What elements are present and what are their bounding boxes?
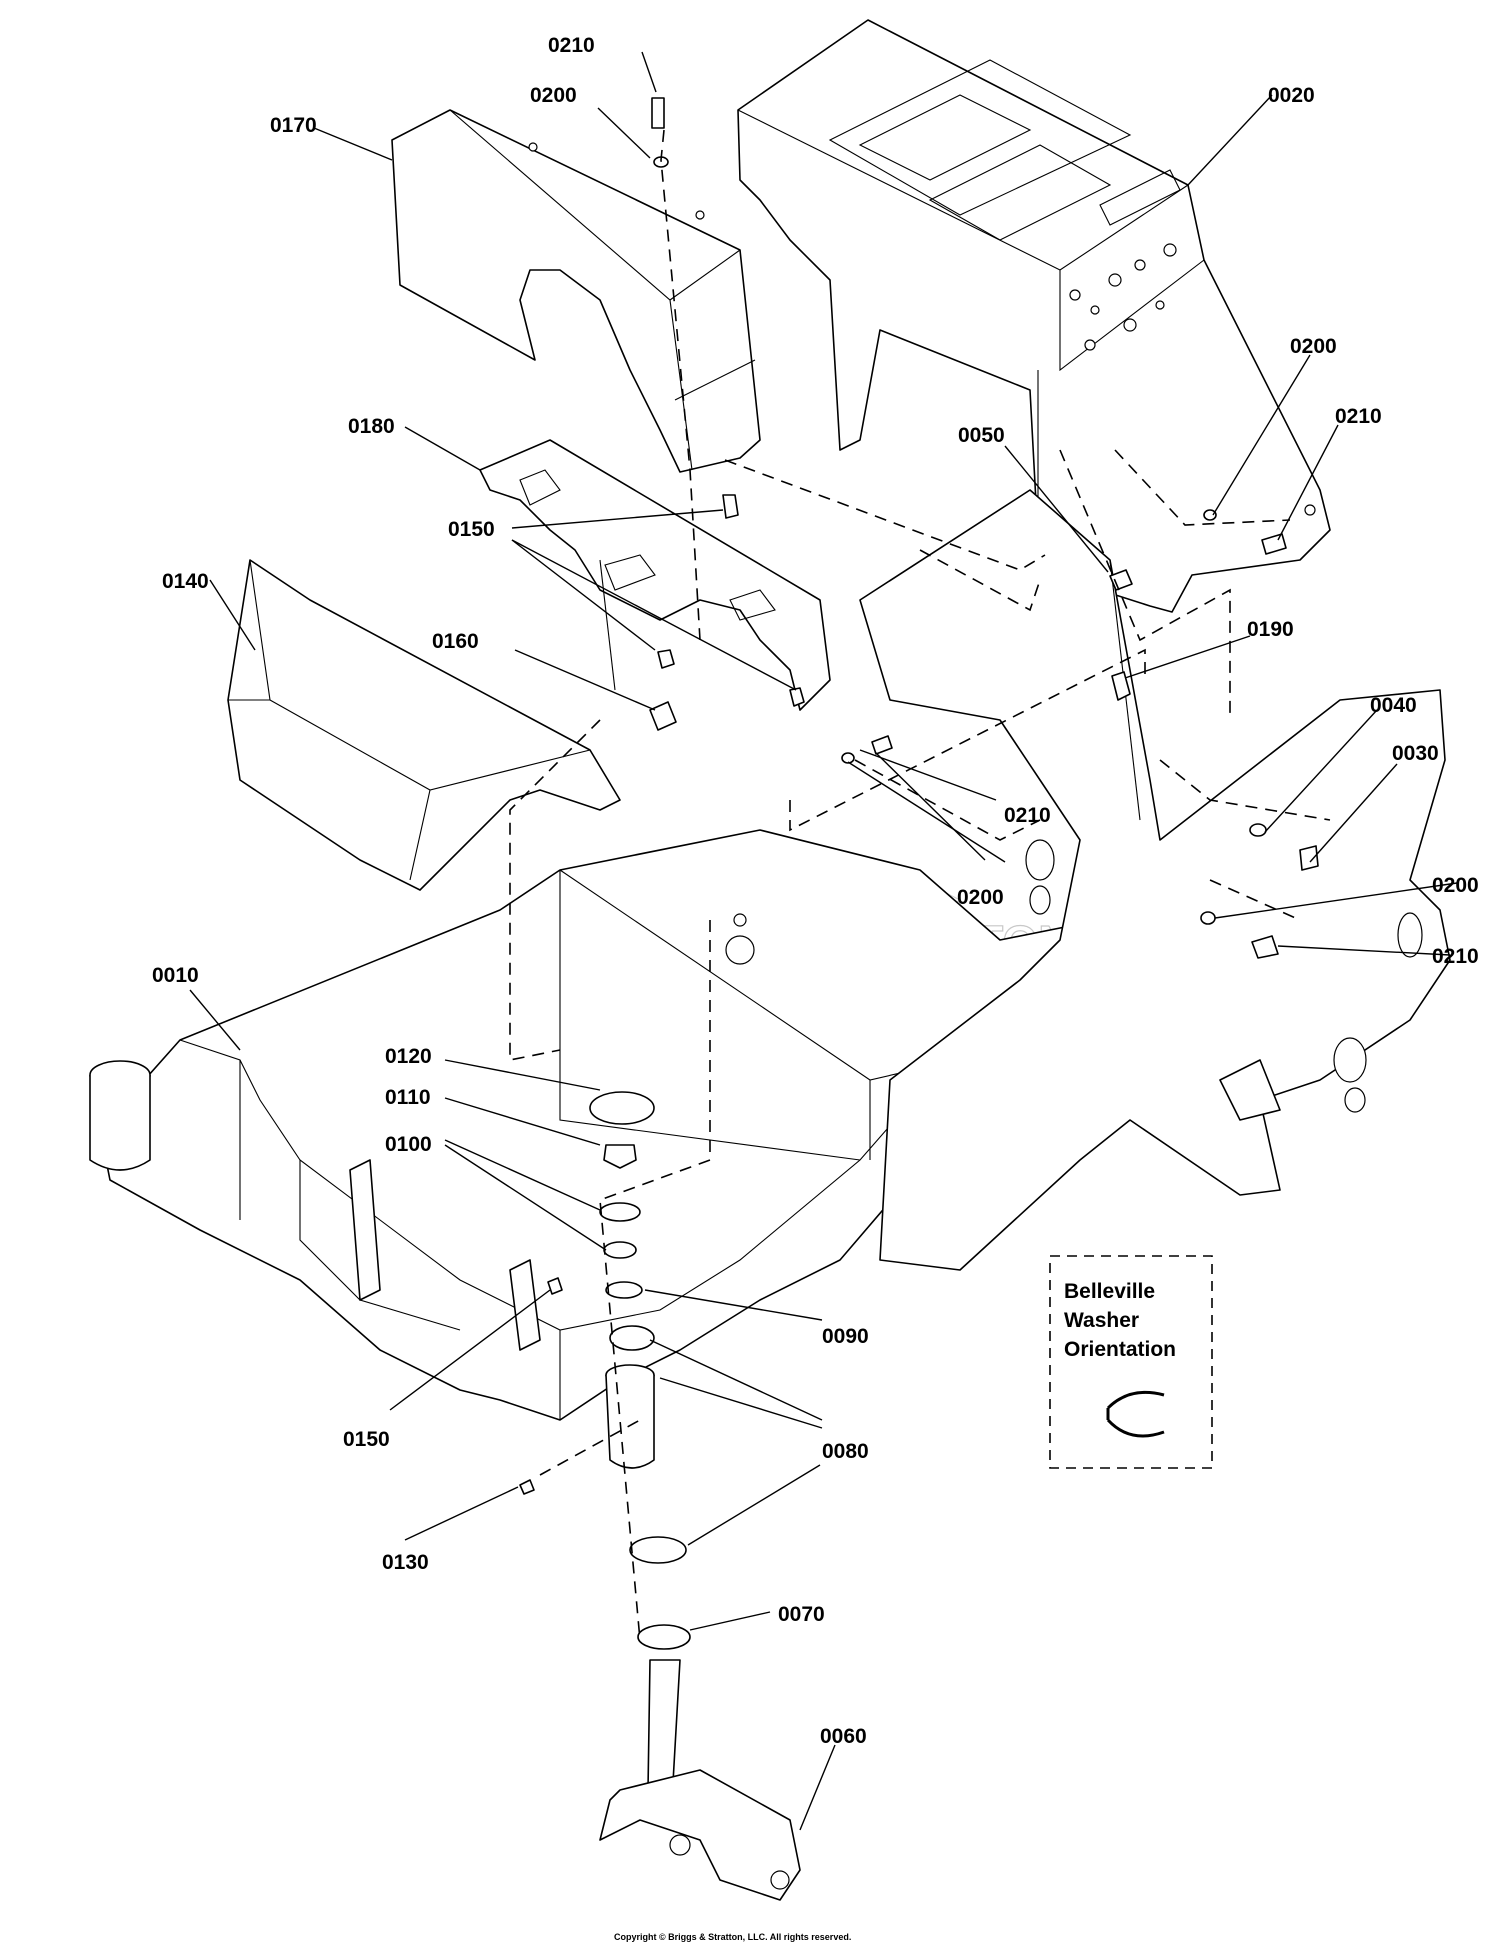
callout-labels: 0210 0200 0170 0020 0180 0050 0200 0210 … (152, 34, 1479, 1748)
callout-0090: 0090 (822, 1325, 869, 1348)
belleville-legend: Belleville Washer Orientation (1049, 1255, 1213, 1469)
legend-line-3: Orientation (1064, 1338, 1176, 1361)
callout-0150-upper: 0150 (448, 518, 495, 541)
legend-line-1: Belleville (1064, 1280, 1155, 1303)
callout-0060: 0060 (820, 1725, 867, 1748)
callout-0010: 0010 (152, 964, 199, 987)
callout-0200-upper-right: 0200 (1290, 335, 1337, 358)
callout-0200: 0200 (530, 84, 577, 107)
callout-0200-right: 0200 (1432, 874, 1479, 897)
side-plate (859, 489, 1451, 1271)
main-frame-0010 (89, 829, 1121, 1421)
leader-lines (189, 51, 1458, 1831)
callout-0180: 0180 (348, 415, 395, 438)
callout-0160: 0160 (432, 630, 479, 653)
callout-0200-middle: 0200 (957, 886, 1004, 909)
callout-0080: 0080 (822, 1440, 869, 1463)
caster-stack (519, 1091, 801, 1901)
callout-0210-upper-right: 0210 (1335, 405, 1382, 428)
callout-0100: 0100 (385, 1133, 432, 1156)
cover-0170 (391, 109, 761, 473)
callout-0210-middle: 0210 (1004, 804, 1051, 827)
callout-0040: 0040 (1370, 694, 1417, 717)
assembly-lines (509, 129, 1331, 1641)
bracket-0180 (479, 439, 831, 711)
callout-0140: 0140 (162, 570, 209, 593)
callout-0170: 0170 (270, 114, 317, 137)
copyright-notice: Copyright © Briggs & Stratton, LLC. All … (614, 1932, 851, 1942)
callout-0210: 0210 (548, 34, 595, 57)
callout-0030: 0030 (1392, 742, 1439, 765)
cover-0140 (227, 559, 621, 891)
callout-0020: 0020 (1268, 84, 1315, 107)
callout-0070: 0070 (778, 1603, 825, 1626)
hardware (649, 97, 1319, 959)
legend-line-2: Washer (1064, 1309, 1139, 1332)
callout-0150-lower: 0150 (343, 1428, 390, 1451)
callout-0210-right: 0210 (1432, 945, 1479, 968)
callout-0190: 0190 (1247, 618, 1294, 641)
callout-0130: 0130 (382, 1551, 429, 1574)
callout-0120: 0120 (385, 1045, 432, 1068)
callout-0110: 0110 (385, 1086, 431, 1109)
callout-0050: 0050 (958, 424, 1005, 447)
